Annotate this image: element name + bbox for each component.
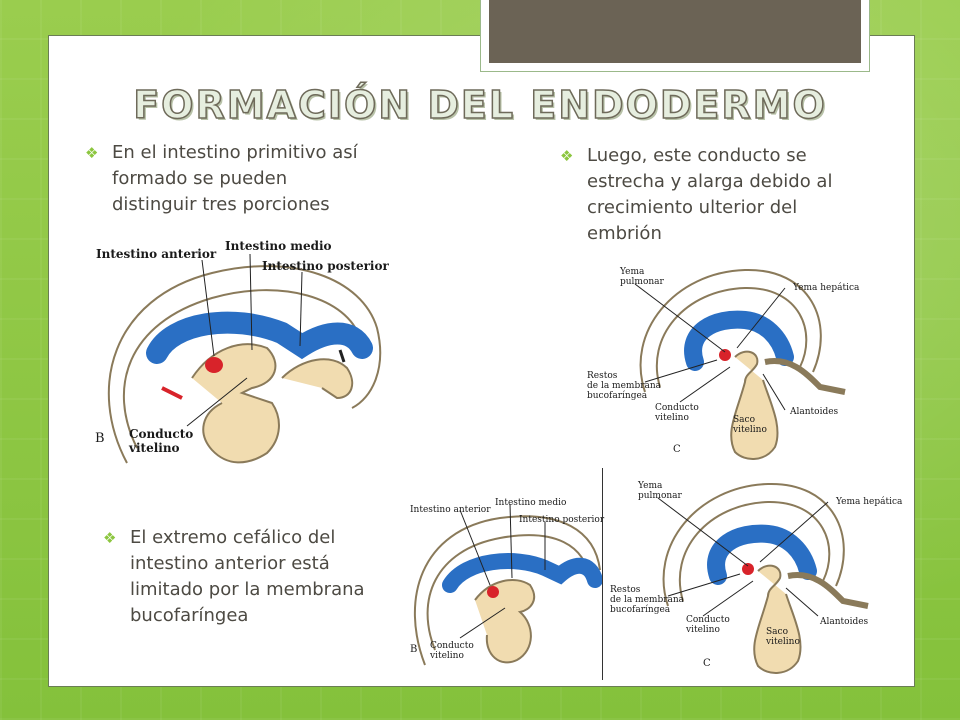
label-conducto: Conducto (430, 641, 474, 651)
embryo-drawing-c-bottom (657, 482, 869, 674)
figure-b-small: Intestino anterior Intestino medio Intes… (405, 490, 605, 670)
label-conducto: Conducto (686, 615, 730, 625)
label-de-la-membrana: de la membrana (610, 595, 685, 605)
label-alantoides: Alantoides (789, 407, 839, 417)
panel-letter-c: C (703, 658, 711, 669)
label-yema: Yema (619, 267, 645, 277)
label-restos: Restos (610, 585, 641, 595)
label-conducto: Conducto (129, 427, 193, 441)
bullet-3: ❖ El extremo cefálico del intestino ante… (103, 525, 375, 629)
figure-c-bottom: Yema pulmonar Yema hepática Restos de la… (608, 476, 908, 676)
bullet-2: ❖ Luego, este conducto se estrecha y ala… (560, 143, 847, 247)
label-intestino-posterior: Intestino posterior (519, 515, 605, 525)
slide-title: FORMACIÓN DEL ENDODERMO (132, 82, 827, 128)
bullet-icon: ❖ (103, 529, 117, 547)
label-vitelino: vitelino (654, 413, 689, 423)
bullet-3-text: El extremo cefálico del intestino anteri… (130, 527, 365, 626)
label-saco-vitelino: vitelino (732, 425, 767, 435)
label-yema-hepatica: Yema hepática (792, 282, 860, 293)
label-vitelino: vitelino (685, 625, 720, 635)
bullet-1: ❖ En el intestino primitivo así formado … (85, 140, 362, 218)
figure-b-large: Intestino anterior Intestino medio Intes… (92, 238, 392, 466)
label-saco-vitelino: vitelino (765, 637, 800, 647)
label-yema-hepatica: Yema hepática (835, 496, 903, 507)
header-tab (489, 0, 861, 63)
bullet-icon: ❖ (85, 144, 99, 162)
label-intestino-medio: Intestino medio (225, 239, 332, 253)
label-de-la-membrana: de la membrana (587, 381, 662, 391)
panel-letter-b: B (95, 431, 105, 446)
embryo-drawing-b (107, 253, 382, 464)
label-bucofaringea: bucofaríngea (610, 604, 671, 615)
label-intestino-anterior: Intestino anterior (410, 505, 491, 515)
embryo-drawing-c (634, 268, 846, 460)
embryo-drawing-b-small (413, 503, 603, 666)
label-pulmonar: pulmonar (638, 491, 683, 501)
label-vitelino: vitelino (128, 441, 180, 455)
label-saco: Saco (733, 415, 755, 425)
figure-divider (602, 468, 603, 680)
label-bucofaringea: bucofaríngea (587, 390, 648, 401)
bullet-1-text: En el intestino primitivo así formado se… (112, 142, 358, 215)
figure-c-top: Yema pulmonar Yema hepática Restos de la… (585, 262, 885, 462)
bullet-icon: ❖ (560, 147, 574, 165)
label-intestino-medio: Intestino medio (495, 498, 566, 508)
label-pulmonar: pulmonar (620, 277, 665, 287)
label-saco: Saco (766, 627, 788, 637)
label-conducto: Conducto (655, 403, 699, 413)
label-intestino-posterior: Intestino posterior (262, 259, 389, 273)
label-vitelino: vitelino (429, 651, 464, 661)
panel-letter-c: C (673, 444, 681, 455)
label-alantoides: Alantoides (819, 617, 869, 627)
panel-letter-b: B (410, 644, 417, 655)
label-restos: Restos (587, 371, 618, 381)
bullet-2-text: Luego, este conducto se estrecha y alarg… (587, 145, 833, 244)
label-yema: Yema (637, 481, 663, 491)
label-intestino-anterior: Intestino anterior (96, 247, 217, 261)
